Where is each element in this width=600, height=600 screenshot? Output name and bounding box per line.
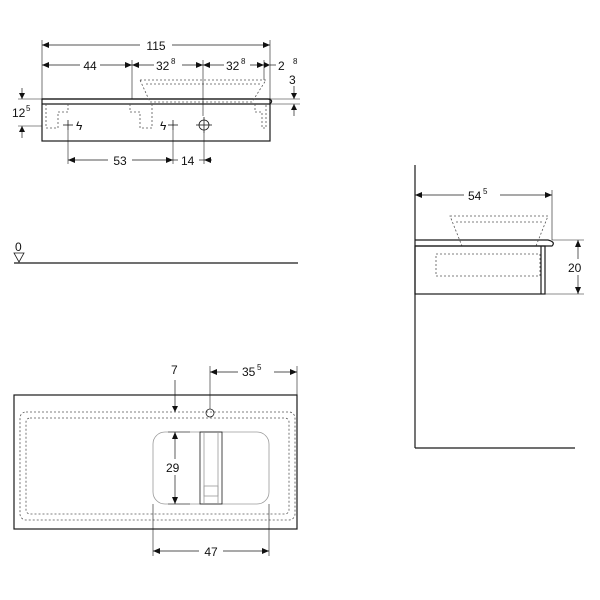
- dim-edge-sup: 8: [293, 57, 298, 66]
- dim-tap-offset: 7: [171, 363, 178, 377]
- dim-tap-center-sup: 5: [257, 363, 262, 372]
- countertop-edge: [42, 98, 273, 105]
- floor-level-label: 0: [15, 240, 22, 254]
- side-basin-hidden: [449, 215, 549, 247]
- dim-overall-width: 115: [146, 39, 165, 53]
- dim-top-thickness: 3: [289, 73, 296, 87]
- plan-view: 7 35 5 29 47: [13, 362, 298, 559]
- supply-cold-marker: [63, 120, 73, 130]
- dim-drawer-width: 47: [204, 545, 218, 559]
- dim-right-sup: 8: [241, 57, 246, 66]
- dim-mid-main: 32: [156, 59, 170, 73]
- side-cabinet-body: [414, 245, 546, 295]
- side-countertop: [415, 239, 554, 247]
- level-triangle-marker: [13, 252, 25, 263]
- dim-depth-sup: 5: [483, 187, 488, 196]
- dim-right-main: 32: [226, 59, 240, 73]
- dim-height-sup: 5: [26, 104, 31, 113]
- dim-depth-main: 54: [468, 189, 482, 203]
- dim-mid-sup: 8: [171, 57, 176, 66]
- front-view: ϟ ϟ 115 44: [12, 38, 300, 168]
- supply-hot-marker: [168, 120, 178, 130]
- dim-tap-center-main: 35: [242, 365, 256, 379]
- dim-height-main: 12: [12, 106, 26, 120]
- dim-cabinet-height: 20: [568, 261, 582, 275]
- electrical-symbol-left: ϟ: [76, 119, 83, 133]
- dim-left-offset: 44: [83, 59, 97, 73]
- plan-inner-hidden: [19, 411, 296, 521]
- drain-marker: [196, 117, 212, 133]
- side-view: 54 5 20: [414, 165, 592, 449]
- basin-hidden-outline: [139, 79, 267, 103]
- dim-edge-main: 2: [278, 59, 285, 73]
- tap-hole: [205, 408, 215, 418]
- dim-supply-spacing: 53: [113, 154, 127, 168]
- dim-drawer-height: 29: [166, 461, 180, 475]
- dim-drain-offset: 14: [181, 154, 195, 168]
- plan-outline: [13, 394, 298, 530]
- electrical-symbol-center: ϟ: [160, 119, 167, 133]
- floor-level: 0: [13, 240, 298, 264]
- drawer-center-channel: [199, 431, 223, 505]
